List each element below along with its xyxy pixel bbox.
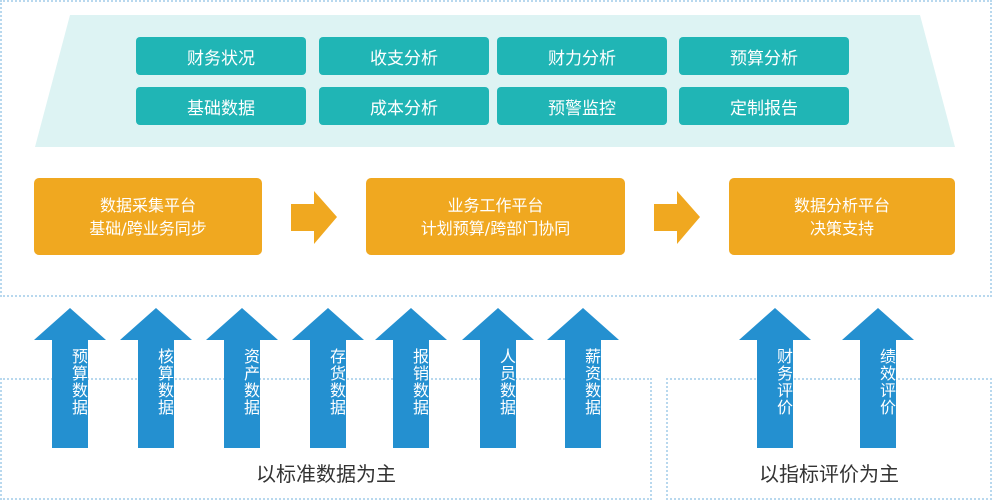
module-button[interactable]: 基础数据	[136, 87, 306, 125]
data-source-label: 绩效评价	[877, 348, 896, 416]
up-arrow: 人员数据	[462, 308, 534, 448]
up-arrow-icon	[462, 308, 534, 448]
up-arrow-icon	[120, 308, 192, 448]
up-arrow: 薪资数据	[547, 308, 619, 448]
data-source-label: 薪资数据	[582, 348, 601, 416]
platform-title: 业务工作平台	[447, 195, 544, 215]
caption-indicator: 以指标评价为主	[759, 462, 899, 486]
data-source-label: 报销数据	[410, 348, 429, 416]
module-button[interactable]: 预警监控	[497, 87, 667, 125]
platform-analysis: 数据分析平台决策支持	[729, 178, 955, 255]
module-button[interactable]: 定制报告	[679, 87, 849, 125]
up-arrow-icon	[842, 308, 914, 448]
platform-subtitle: 决策支持	[809, 218, 874, 238]
up-arrow: 绩效评价	[842, 308, 914, 448]
module-button[interactable]: 成本分析	[319, 87, 489, 125]
data-source-label: 核算数据	[155, 348, 174, 416]
platform-subtitle: 基础/跨业务同步	[89, 218, 207, 238]
up-arrow-icon	[34, 308, 106, 448]
right-arrow-icon	[291, 191, 337, 244]
platform-region	[0, 0, 992, 297]
module-button[interactable]: 预算分析	[679, 37, 849, 75]
data-source-label: 存货数据	[327, 348, 346, 416]
up-arrow: 财务评价	[739, 308, 811, 448]
data-source-label: 预算数据	[69, 348, 88, 416]
platform-title: 数据分析平台	[793, 195, 890, 215]
data-source-label: 资产数据	[241, 348, 260, 416]
up-arrow: 存货数据	[292, 308, 364, 448]
indicator-region	[666, 378, 992, 500]
platform-title: 数据采集平台	[99, 195, 196, 215]
up-arrow-icon	[375, 308, 447, 448]
module-button[interactable]: 财力分析	[497, 37, 667, 75]
up-arrow: 报销数据	[375, 308, 447, 448]
data-source-label: 财务评价	[774, 348, 793, 416]
platform-business: 业务工作平台计划预算/跨部门协同	[366, 178, 625, 255]
module-button[interactable]: 收支分析	[319, 37, 489, 75]
up-arrow-icon	[547, 308, 619, 448]
right-arrow-icon	[654, 191, 700, 244]
data-source-label: 人员数据	[497, 348, 516, 416]
platform-data-collection: 数据采集平台基础/跨业务同步	[34, 178, 262, 255]
platform-subtitle: 计划预算/跨部门协同	[420, 218, 571, 238]
up-arrow-icon	[292, 308, 364, 448]
up-arrow: 预算数据	[34, 308, 106, 448]
up-arrow-icon	[206, 308, 278, 448]
caption-standard-data: 以标准数据为主	[256, 462, 396, 486]
up-arrow-icon	[739, 308, 811, 448]
up-arrow: 资产数据	[206, 308, 278, 448]
up-arrow: 核算数据	[120, 308, 192, 448]
module-button[interactable]: 财务状况	[136, 37, 306, 75]
